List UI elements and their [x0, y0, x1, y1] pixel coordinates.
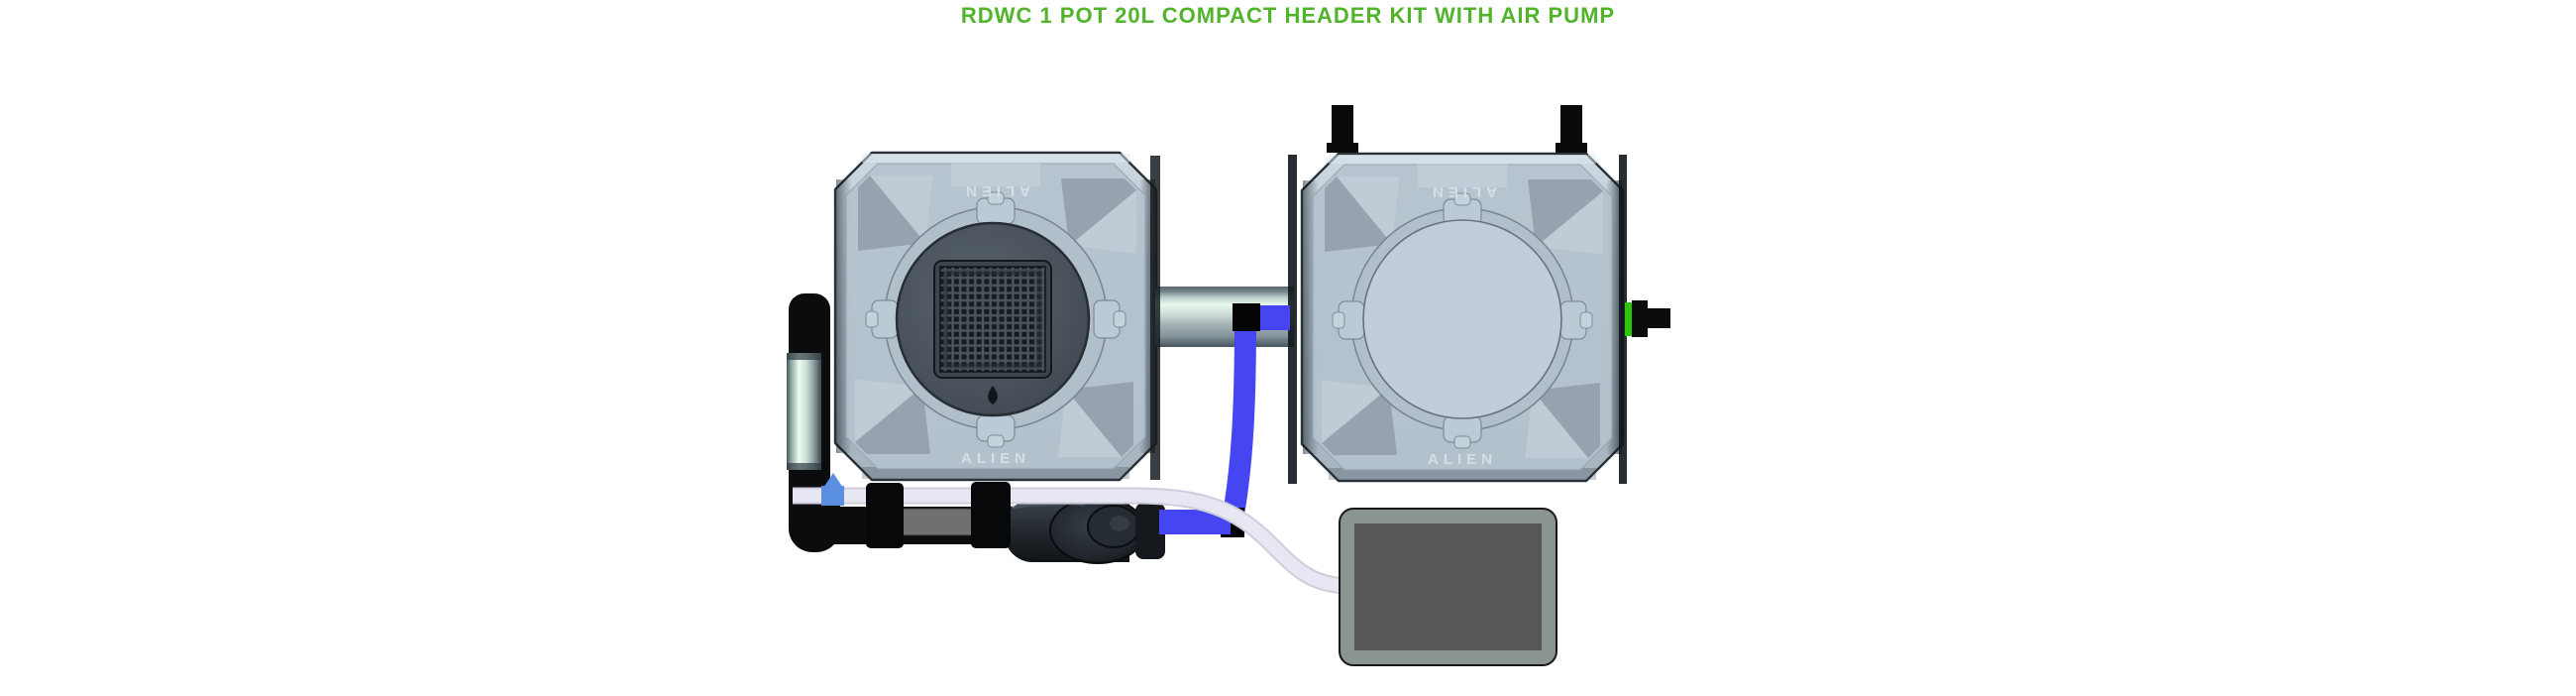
page-title: RDWC 1 POT 20L COMPACT HEADER KIT WITH A… — [960, 3, 1616, 28]
mesh-grid — [939, 266, 1046, 373]
union-fitting — [866, 483, 904, 548]
brand-logo-bottom: ALIEN — [1428, 451, 1497, 468]
union-fitting — [971, 482, 1011, 548]
pot-left-header: ALIEN ALIEN — [835, 153, 1156, 480]
brand-logo-bottom: ALIEN — [961, 450, 1030, 467]
pot-edge-shadow — [1150, 156, 1160, 480]
blue-return-tube-vertical — [1221, 318, 1256, 528]
air-tube — [793, 487, 1346, 595]
air-pump — [1339, 508, 1557, 666]
solid-lid — [1362, 219, 1562, 419]
brand-logo-top: ALIEN — [1428, 183, 1497, 200]
riser-tube — [787, 353, 821, 470]
drain-fitting-green — [1625, 300, 1670, 337]
pot-edge-shadow — [1288, 155, 1297, 484]
pot-right: ALIEN ALIEN — [1302, 154, 1623, 481]
pot-edge-shadow — [1619, 155, 1627, 484]
tee-fitting — [1233, 303, 1260, 331]
drip-hole — [988, 386, 998, 405]
blue-tube-inlet — [1260, 305, 1290, 330]
inline-valve — [897, 508, 982, 536]
water-pump — [1005, 497, 1165, 564]
brand-logo-top: ALIEN — [961, 182, 1030, 199]
blue-corner-fitting — [821, 473, 844, 506]
right-pot-top-fittings — [1327, 105, 1587, 153]
